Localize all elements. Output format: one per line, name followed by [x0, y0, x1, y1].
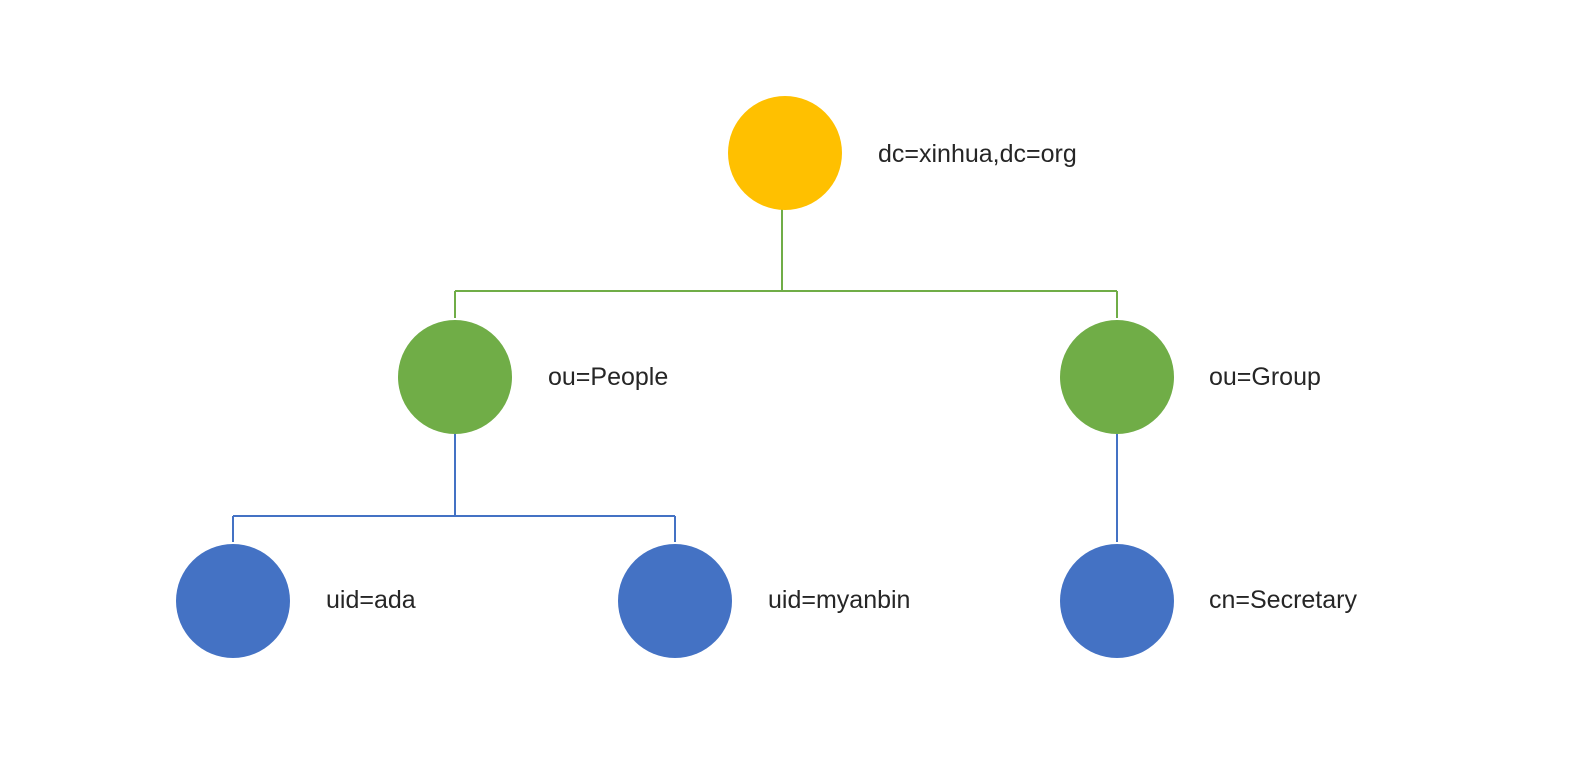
node-root: dc=xinhua,dc=org [728, 96, 1077, 210]
node-people-circle [398, 320, 512, 434]
node-root-circle [728, 96, 842, 210]
node-root-label: dc=xinhua,dc=org [878, 140, 1077, 168]
node-group-circle [1060, 320, 1174, 434]
node-group-label: ou=Group [1209, 363, 1321, 391]
node-myanbin-label: uid=myanbin [768, 586, 910, 614]
node-ada: uid=ada [176, 544, 416, 658]
node-secretary-label: cn=Secretary [1209, 586, 1357, 614]
node-myanbin: uid=myanbin [618, 544, 910, 658]
connectors-root-to-ou [454, 209, 1118, 318]
node-people-label: ou=People [548, 363, 668, 391]
connectors-people-to-users [232, 434, 676, 542]
node-ada-circle [176, 544, 290, 658]
node-people: ou=People [398, 320, 668, 434]
node-ada-label: uid=ada [326, 586, 416, 614]
node-group: ou=Group [1060, 320, 1321, 434]
node-secretary-circle [1060, 544, 1174, 658]
node-myanbin-circle [618, 544, 732, 658]
node-secretary: cn=Secretary [1060, 544, 1357, 658]
